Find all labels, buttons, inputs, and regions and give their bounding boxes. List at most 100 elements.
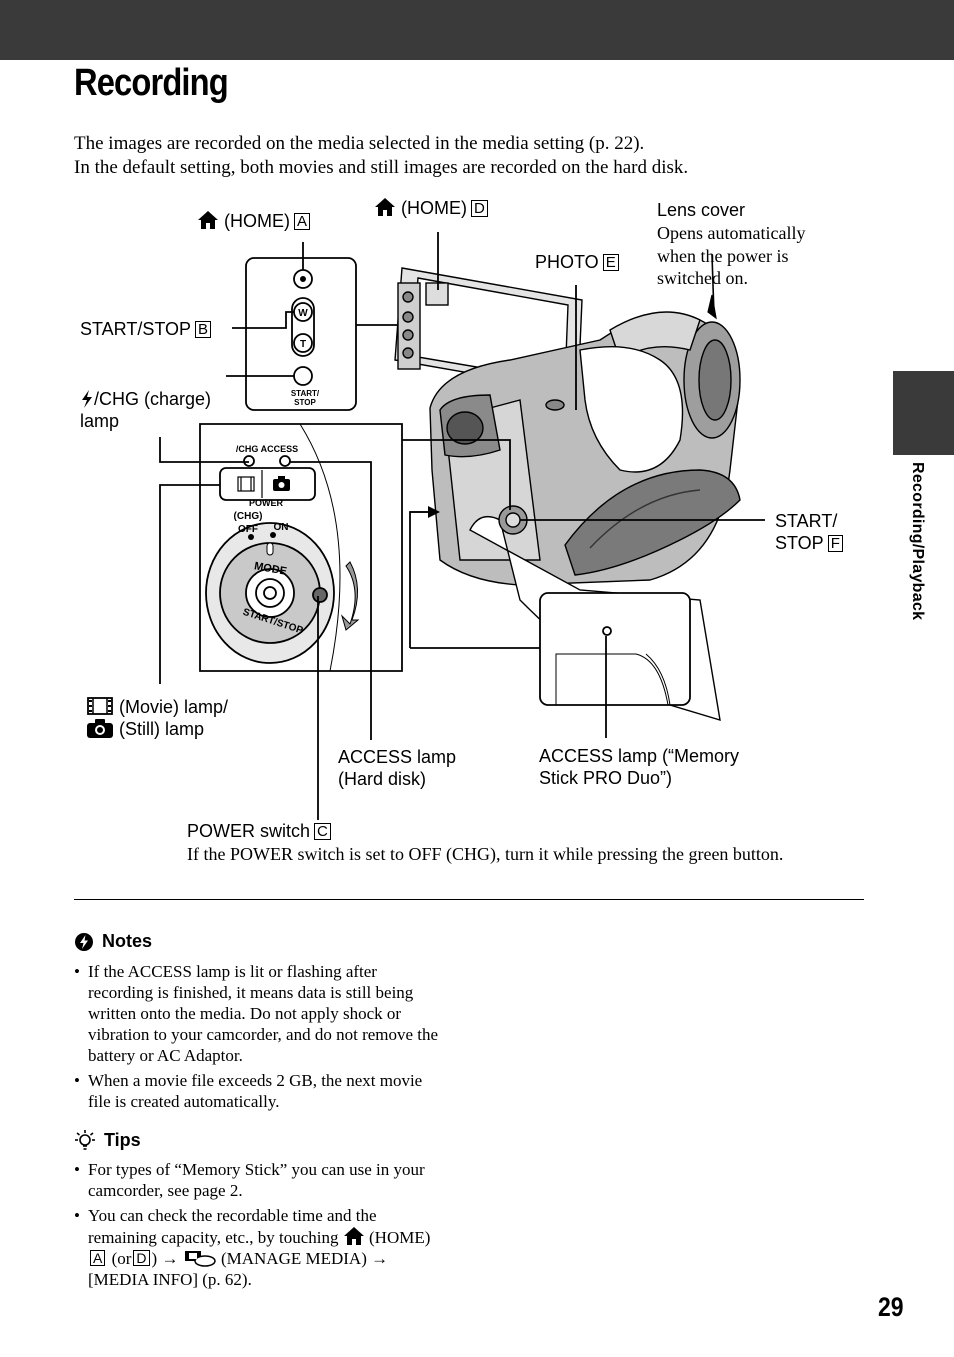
- callout-start-stop-f-label-1: START/: [775, 511, 838, 531]
- key-d: D: [471, 200, 488, 217]
- movie-icon: [87, 697, 113, 715]
- inset-zoom-t-button: [293, 333, 313, 353]
- callout-access-hdd-label-1: ACCESS lamp: [338, 747, 457, 767]
- callout-access-ms-label-1: ACCESS lamp (“Memory: [539, 746, 740, 766]
- inset-chg-access-text: /CHG ACCESS: [236, 444, 298, 454]
- callout-access-ms: ACCESS lamp (“Memory Stick PRO Duo”): [539, 745, 739, 789]
- camera-icon: [87, 719, 113, 738]
- intro-text: The images are recorded on the media sel…: [74, 132, 688, 180]
- ms-slot-arrow-icon: [428, 506, 440, 518]
- list-item: You can check the recordable time and th…: [74, 1205, 444, 1290]
- power-switch-desc: If the POWER switch is set to OFF (CHG),…: [187, 844, 784, 864]
- callout-home-d-label: (HOME): [401, 198, 468, 218]
- tips-list: For types of “Memory Stick” you can use …: [74, 1159, 444, 1294]
- arrow-icon: →: [161, 1249, 179, 1268]
- camcorder-diagram: W T START/ STOP /CHG ACCESS POWER (CHG) …: [159, 232, 765, 820]
- list-item: When a movie file exceeds 2 GB, the next…: [74, 1070, 444, 1112]
- notes-list: If the ACCESS lamp is lit or flashing af…: [74, 961, 444, 1116]
- lens-cover-desc-1: Opens automatically: [657, 223, 806, 243]
- inset-t-text: T: [300, 339, 306, 350]
- grip-strap: [564, 469, 741, 576]
- key-b: B: [195, 321, 212, 338]
- lcd-button-strip: [397, 282, 421, 370]
- inset-start-text: START/: [291, 389, 320, 398]
- lamp-indicator-box: [219, 467, 316, 501]
- tips-heading: Tips: [74, 1129, 141, 1151]
- inset-power-text: POWER: [249, 498, 284, 508]
- inset-off-text: OFF: [238, 524, 258, 535]
- callout-access-ms-label-2: Stick PRO Duo”): [539, 768, 673, 788]
- dial-mode-text: MODE: [253, 560, 288, 578]
- tips-text-e: (MANAGE MEDIA): [220, 1249, 367, 1268]
- callout-access-hdd: ACCESS lamp (Hard disk): [338, 746, 456, 790]
- callout-chg-lamp: /CHG (charge) lamp: [80, 388, 211, 432]
- inset-chg-paren-text: (CHG): [234, 511, 263, 522]
- home-icon: [343, 1227, 364, 1245]
- notes-heading-text: Notes: [102, 931, 153, 951]
- home-icon: [198, 211, 218, 229]
- tips-text-b: (HOME): [369, 1228, 431, 1247]
- tips-text-c: (or: [111, 1249, 132, 1268]
- lightbulb-icon: [75, 1130, 95, 1150]
- inset-chg-lamp: [243, 455, 255, 467]
- callout-home-a: (HOME)A: [197, 210, 311, 232]
- callout-movie-still-lamp: (Movie) lamp/ (Still) lamp: [86, 696, 228, 740]
- lens-cover-desc-2: when the power is: [657, 246, 789, 266]
- callout-chg-lamp-label-2: lamp: [80, 411, 120, 431]
- photo-button: [545, 399, 565, 411]
- callout-home-a-label: (HOME): [224, 211, 291, 231]
- intro-line-1: The images are recorded on the media sel…: [74, 133, 645, 154]
- lens-cover-arrow-icon: [707, 294, 717, 320]
- key-e: E: [602, 254, 619, 271]
- tips-text-d: ): [151, 1249, 158, 1268]
- section-tab: [893, 371, 954, 455]
- key-d: D: [133, 1250, 150, 1266]
- inset-ms-access-lamp: [602, 626, 612, 636]
- inset-chg-text: /CHG: [236, 444, 259, 454]
- list-item: If the ACCESS lamp is lit or flashing af…: [74, 961, 444, 1066]
- rotation-arrow-icon: [340, 561, 360, 631]
- callout-access-hdd-label-2: (Hard disk): [338, 769, 427, 789]
- arrow-icon: →: [371, 1249, 389, 1268]
- key-a: A: [90, 1250, 106, 1266]
- inset-access-text: ACCESS: [261, 444, 299, 454]
- callout-still-lamp-label: (Still) lamp: [119, 719, 205, 739]
- page-number: 29: [878, 1292, 904, 1322]
- page-title: Recording: [74, 62, 229, 104]
- notes-heading: Notes: [74, 931, 152, 952]
- lcd-button-inset: [245, 257, 357, 411]
- callout-home-d: (HOME)D: [374, 197, 488, 219]
- list-item: For types of “Memory Stick” you can use …: [74, 1159, 444, 1201]
- inset-start-stop-button: [293, 366, 313, 386]
- callout-start-stop-b-label: START/STOP: [80, 319, 192, 339]
- inset-w-text: W: [298, 308, 308, 319]
- section-tab-label: Recording/Playback: [909, 462, 926, 621]
- key-f: F: [827, 535, 843, 552]
- key-a: A: [294, 213, 311, 230]
- tips-text-a: You can check the recordable time and th…: [88, 1206, 377, 1247]
- inset-still-icon: [273, 476, 290, 491]
- callout-photo-label: PHOTO: [535, 252, 599, 272]
- notes-icon: [75, 932, 93, 951]
- inset-movie-icon: [237, 476, 255, 492]
- header-bar: [0, 0, 954, 60]
- callout-start-stop-f-label-2: STOP: [775, 533, 824, 553]
- manage-media-icon: [184, 1251, 216, 1267]
- hand: [579, 346, 684, 473]
- callout-chg-lamp-label-1: /CHG (charge): [94, 389, 212, 409]
- tips-text-f: [MEDIA INFO] (p. 62).: [88, 1270, 252, 1289]
- inset-on-text: ON: [274, 522, 289, 533]
- callout-power-switch-label: POWER switch: [187, 821, 311, 841]
- green-button: [312, 587, 328, 603]
- tips-heading-text: Tips: [104, 1129, 141, 1150]
- flash-icon: [82, 390, 92, 408]
- callout-lens-cover: Lens cover: [657, 200, 746, 220]
- home-icon: [375, 198, 395, 216]
- key-c: C: [314, 823, 331, 840]
- callout-movie-lamp-label: (Movie) lamp/: [119, 697, 229, 717]
- memory-stick-inset: [539, 592, 691, 706]
